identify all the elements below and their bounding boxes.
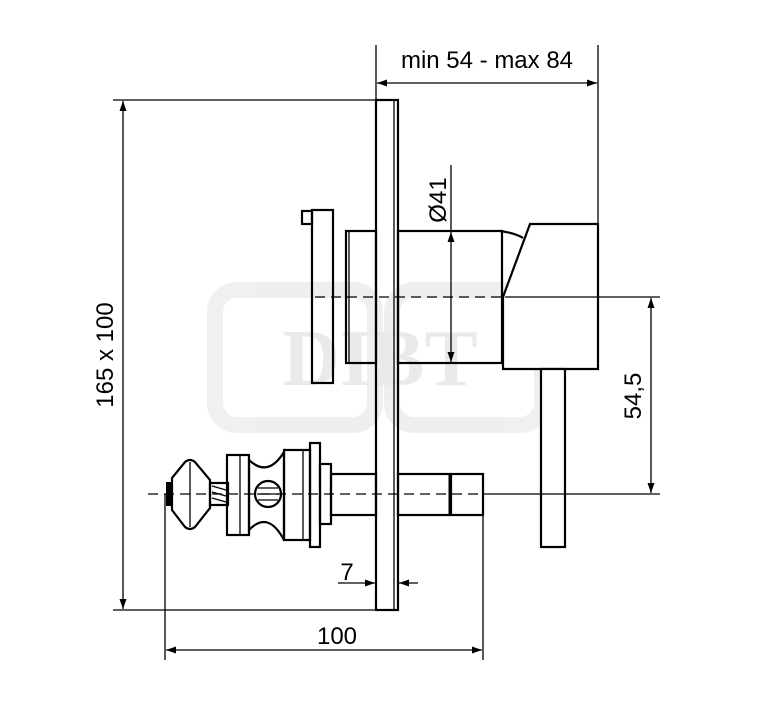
dimension-offset-label: 54,5 <box>620 373 647 420</box>
dimension-depth: 100 <box>164 494 484 660</box>
watermark-logo: DIBT ® <box>207 282 559 433</box>
valve-cartridge <box>166 441 485 549</box>
dimension-depth-label: 100 <box>317 623 357 650</box>
watermark-text: DIBT <box>282 315 478 403</box>
dimension-diameter-label: Ø41 <box>425 177 452 222</box>
dimension-diameter: Ø41 <box>425 165 455 362</box>
dimension-min-max: min 54 - max 84 <box>375 45 599 224</box>
dimension-offset: 54,5 <box>620 298 655 493</box>
dimension-plate-thickness-label: 7 <box>340 559 353 586</box>
lever-handle <box>501 222 600 549</box>
dimension-height-label: 165 x 100 <box>92 302 119 407</box>
dimension-height: 165 x 100 <box>92 99 376 611</box>
dimension-plate-thickness: 7 <box>338 559 418 587</box>
dimension-min-max-label: min 54 - max 84 <box>401 47 573 74</box>
